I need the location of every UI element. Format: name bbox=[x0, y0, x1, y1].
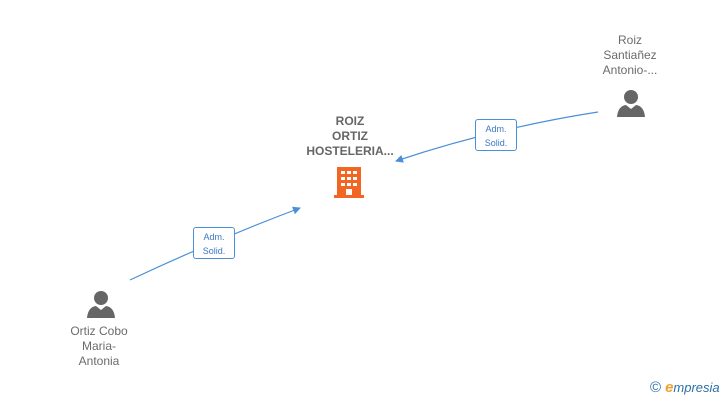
person-label-line: Antonia bbox=[78, 354, 120, 368]
person-label-bottom-left[interactable]: Ortiz Cobo Maria- Antonia bbox=[49, 324, 149, 369]
person-label-line: Antonio-... bbox=[602, 63, 658, 77]
copyright-symbol: © bbox=[650, 379, 662, 396]
person-label-line: Roiz bbox=[617, 33, 642, 47]
edge-label-line: Adm. bbox=[203, 232, 225, 242]
company-label-line: HOSTELERIA... bbox=[306, 144, 394, 158]
company-label-line: ROIZ bbox=[335, 114, 365, 128]
edge-label-line: Solid. bbox=[484, 138, 508, 148]
person-icon[interactable] bbox=[86, 289, 116, 319]
edge-label-top-right[interactable]: Adm. Solid. bbox=[475, 119, 517, 151]
company-label-line: ORTIZ bbox=[332, 129, 368, 143]
person-label-top-right[interactable]: Roiz Santiañez Antonio-... bbox=[580, 33, 680, 78]
edge-label-line: Solid. bbox=[202, 246, 226, 256]
person-label-line: Santiañez bbox=[603, 48, 657, 62]
company-label[interactable]: ROIZ ORTIZ HOSTELERIA... bbox=[290, 114, 410, 159]
edge-label-line: Adm. bbox=[485, 124, 507, 134]
building-icon[interactable] bbox=[333, 165, 365, 199]
person-label-line: Ortiz Cobo bbox=[70, 324, 128, 338]
brand-name: mpresia bbox=[673, 380, 720, 395]
brand-logo: ©empresia bbox=[650, 379, 720, 396]
person-icon[interactable] bbox=[616, 88, 646, 118]
edge-label-bottom-left[interactable]: Adm. Solid. bbox=[193, 227, 235, 259]
brand-e: e bbox=[665, 379, 674, 396]
person-label-line: Maria- bbox=[81, 339, 116, 353]
